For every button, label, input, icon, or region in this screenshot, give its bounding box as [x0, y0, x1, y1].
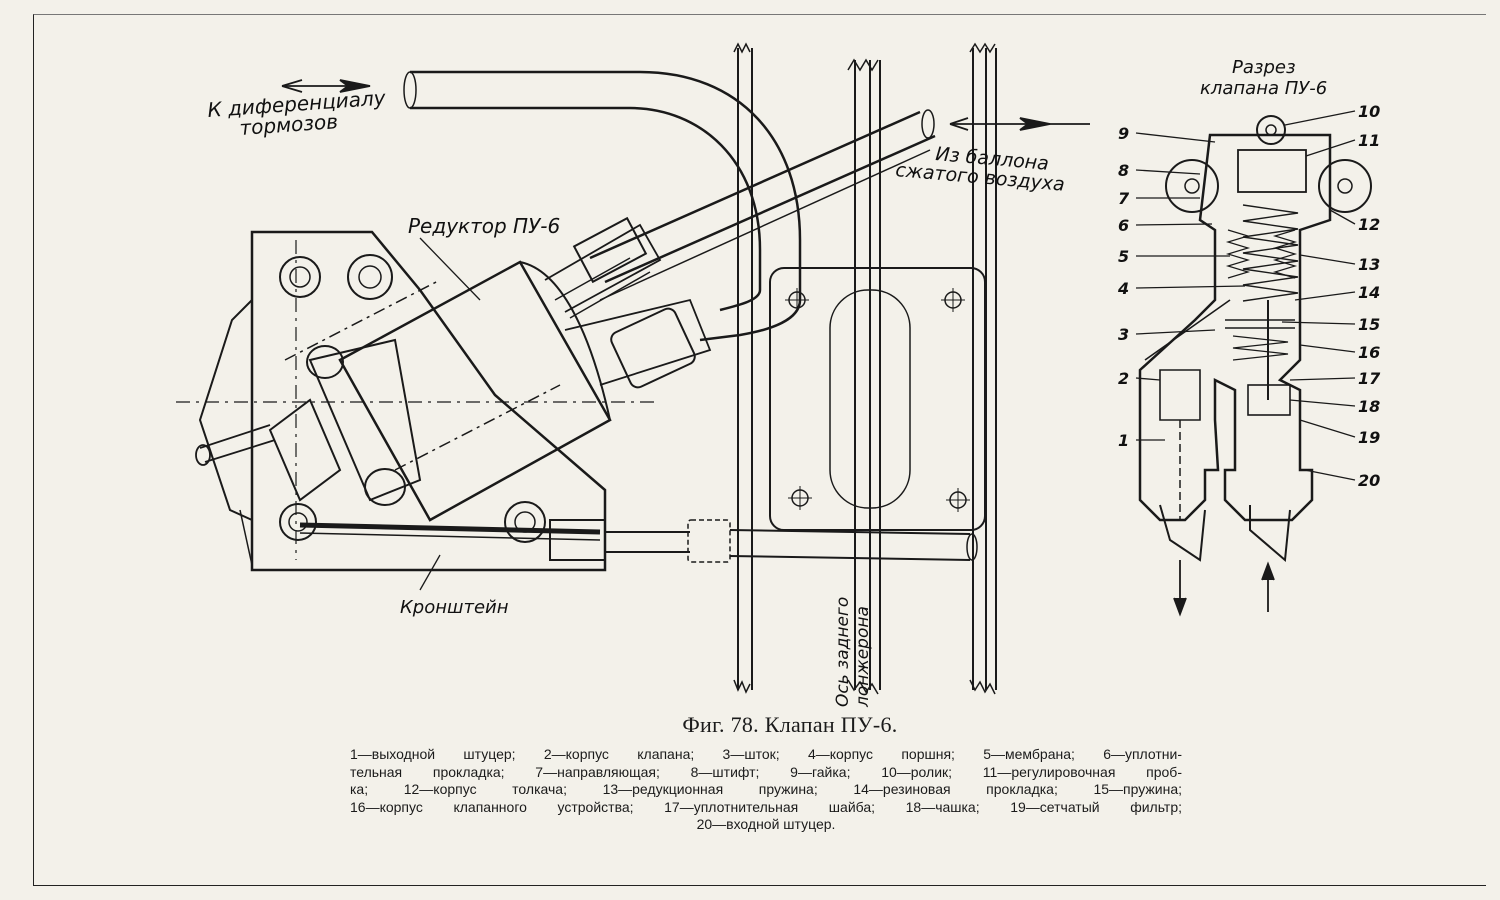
leader-lines — [419, 110, 1356, 591]
legend-line: тельная прокладка; 7—направляющая; 8—шти… — [350, 763, 1182, 780]
label-spar-axis-2: лонжерона — [853, 606, 873, 708]
label-section-2: клапана ПУ-6 — [1200, 78, 1327, 99]
legend-line: ка; 12—корпус толкача; 13—редукционная п… — [350, 781, 1182, 797]
part-number: 13 — [1358, 255, 1380, 274]
part-number: 9 — [1118, 124, 1129, 143]
part-number: 4 — [1117, 279, 1129, 298]
part-number: 17 — [1358, 369, 1381, 388]
part-number: 15 — [1358, 315, 1380, 334]
diagram-labels: К диференциалу тормозов Из баллона сжато… — [207, 57, 1328, 708]
part-number: 1 — [1118, 431, 1129, 450]
part-number: 16 — [1358, 343, 1380, 362]
lower-pipe — [549, 519, 978, 563]
part-number: 2 — [1118, 369, 1129, 388]
legend-line: 16—корпус клапанного устройства; 17—упло… — [350, 798, 1182, 815]
legend-line: 1—выходной штуцер; 2—корпус клапана; 3—ш… — [350, 746, 1182, 762]
pipe-to-differential — [403, 70, 802, 342]
label-reducer: Редуктор ПУ-6 — [408, 214, 560, 238]
valve-section — [1138, 115, 1372, 563]
label-bracket: Кронштейн — [400, 597, 509, 618]
label-spar-axis: Ось заднего — [833, 597, 853, 707]
part-number: 5 — [1118, 247, 1129, 266]
part-number: 19 — [1358, 428, 1380, 447]
frame-rails — [733, 42, 997, 695]
part-number: 12 — [1358, 215, 1380, 234]
part-number: 7 — [1118, 189, 1130, 208]
flow-arrows — [281, 79, 1275, 617]
part-number: 6 — [1118, 216, 1129, 235]
part-number: 10 — [1358, 102, 1380, 121]
part-numbers: 9 8 7 6 5 4 3 2 1 10 11 12 13 14 15 16 1… — [1117, 102, 1381, 490]
page-frame — [33, 14, 1486, 886]
legend: 1—выходной штуцер; 2—корпус клапана; 3—ш… — [350, 746, 1182, 834]
part-number: 18 — [1358, 397, 1380, 416]
mounting-plate — [769, 267, 986, 531]
legend-line: 20—входной штуцер. — [696, 816, 836, 832]
part-number: 14 — [1358, 283, 1380, 302]
figure-caption: Фиг. 78. Клапан ПУ-6. — [682, 712, 898, 737]
reducer-body — [195, 216, 712, 522]
part-number: 3 — [1118, 325, 1129, 344]
pipe-from-tank — [589, 109, 936, 301]
label-section: Разрез — [1232, 57, 1296, 78]
part-number: 11 — [1358, 131, 1380, 150]
part-number: 8 — [1118, 161, 1129, 180]
part-number: 20 — [1358, 471, 1380, 490]
